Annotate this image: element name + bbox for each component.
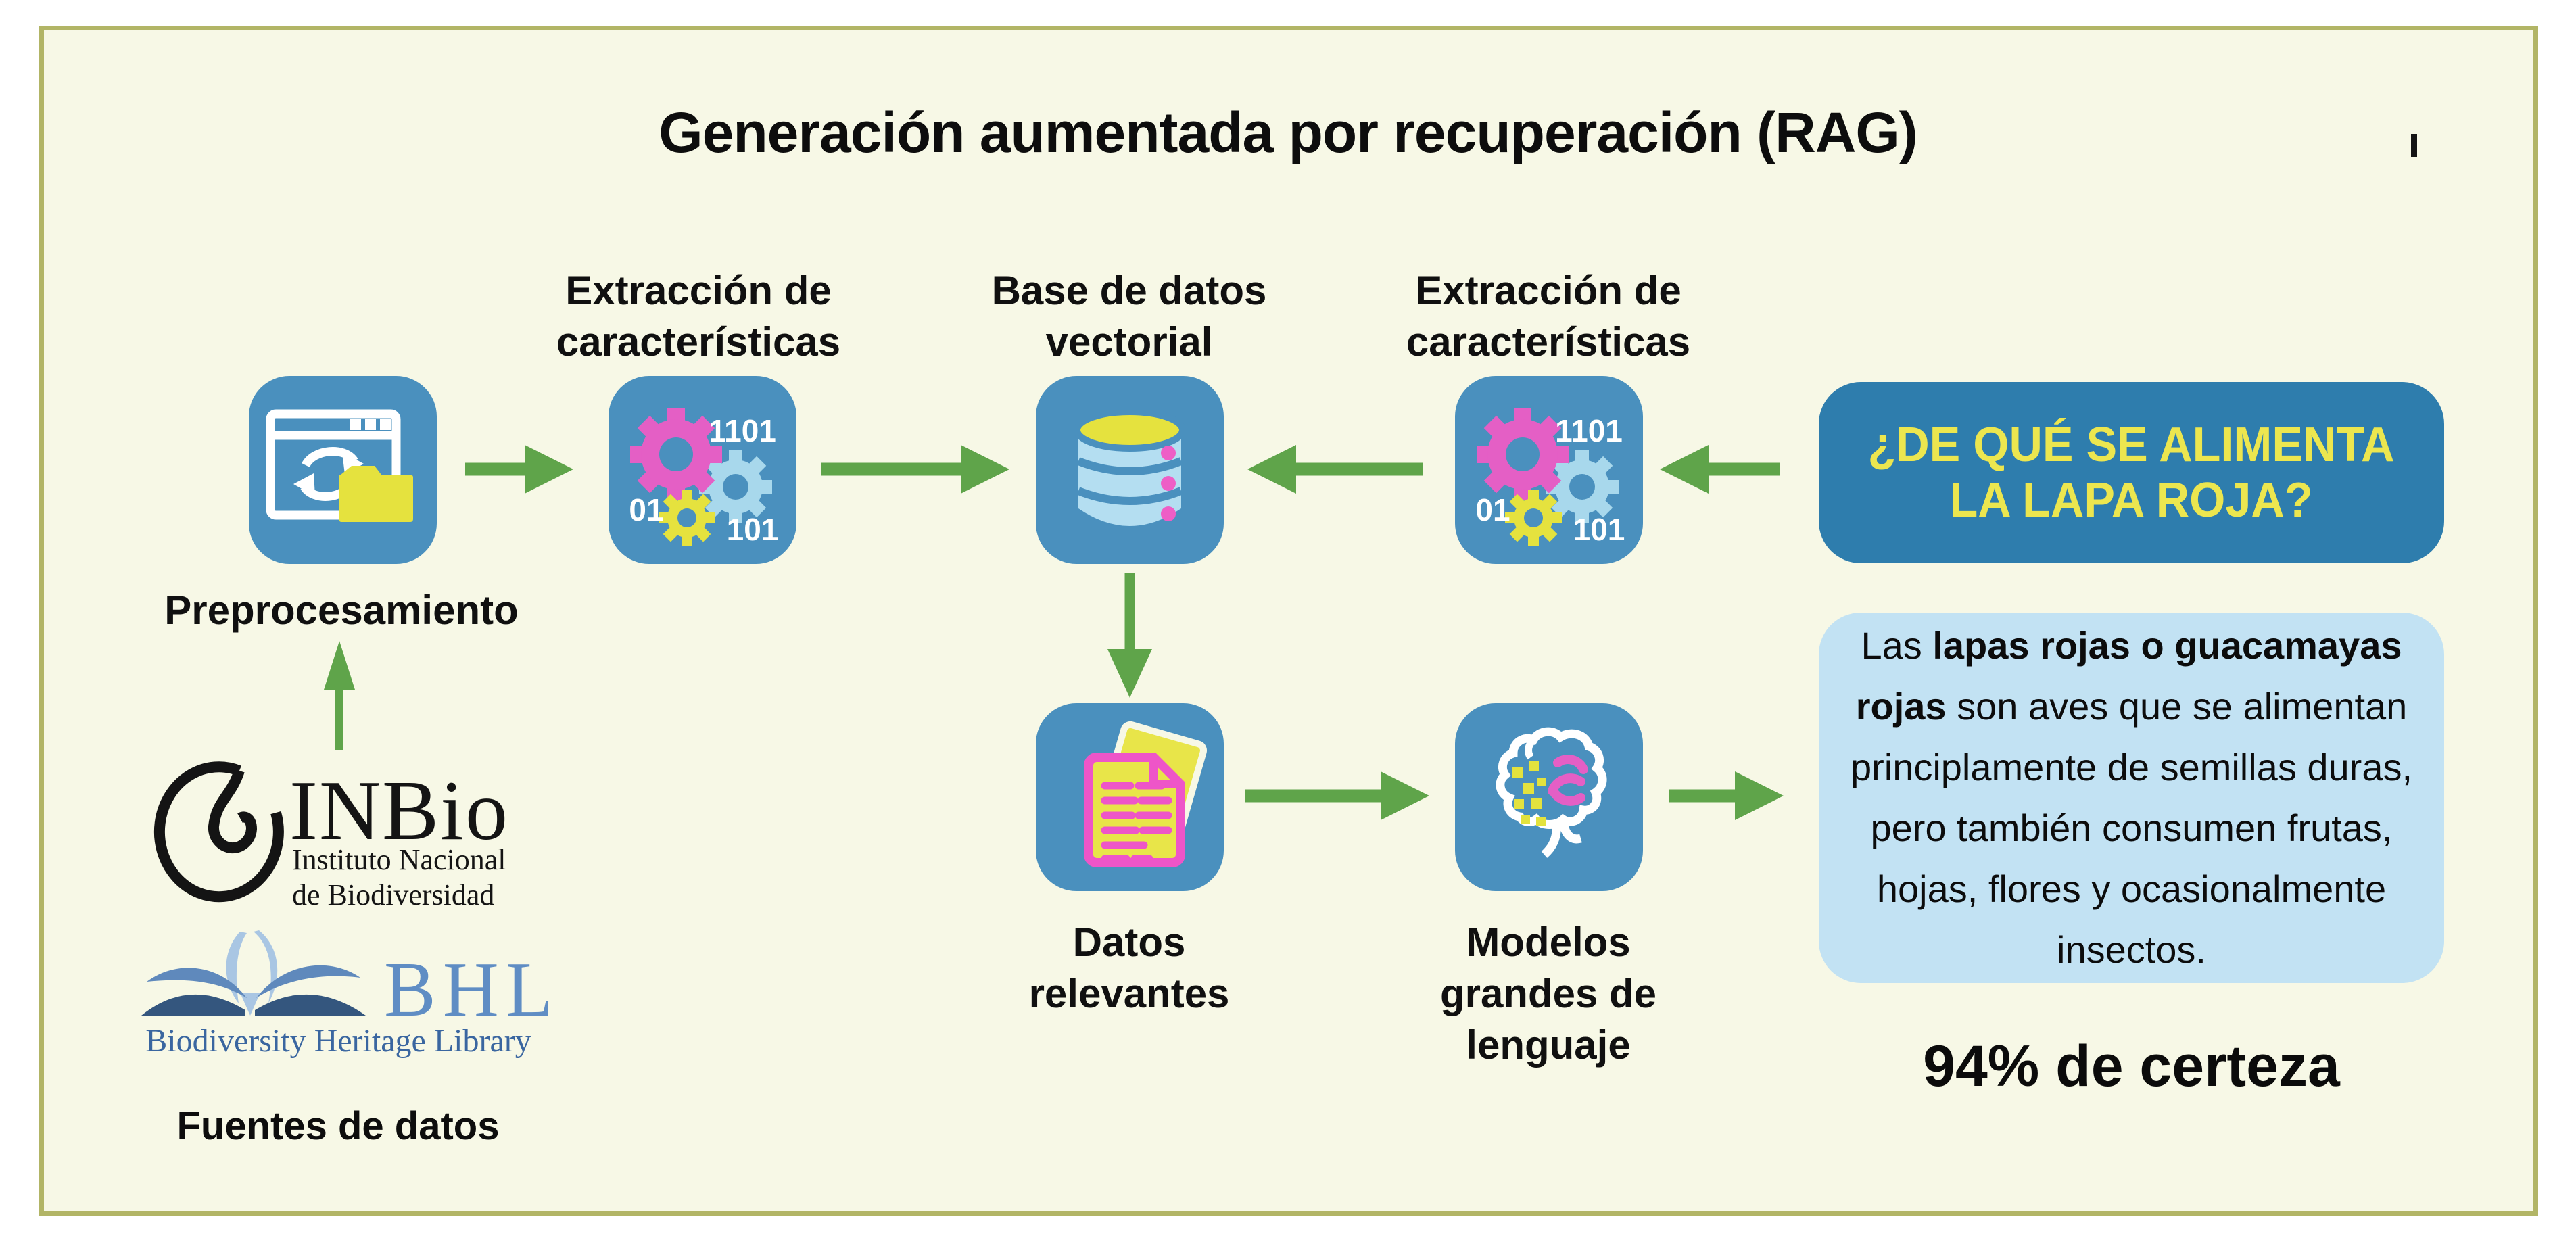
arrow-sources-to-preprocessing <box>324 641 355 750</box>
question-box: ¿DE QUÉ SE ALIMENTA LA LAPA ROJA? <box>1819 382 2444 563</box>
data-sources-label: Fuentes de datos <box>176 1104 500 1148</box>
svg-text:1101: 1101 <box>709 413 776 448</box>
preprocessing-label: Preprocesamiento <box>164 588 519 633</box>
answer-box: Las lapas rojas o guacamayas rojas son a… <box>1819 613 2444 983</box>
certainty-label: 94% de certeza <box>1923 1034 2340 1099</box>
svg-text:101: 101 <box>1573 512 1625 547</box>
arrow-extraction-to-db <box>821 445 1009 494</box>
arrow-preprocessing-to-extraction <box>465 445 573 494</box>
browser-sync-icon <box>266 409 413 522</box>
svg-text:01: 01 <box>629 492 663 527</box>
feature-extraction-right-icon: 1101 01 101 <box>1455 376 1643 564</box>
llm-label: Modelos grandes de lenguaje <box>1439 920 1657 1068</box>
inbio-logo-icon <box>153 761 284 903</box>
relevant-data-label: Datos relevantes <box>1028 920 1230 1016</box>
bhl-logo-icon <box>141 930 366 1016</box>
bhl-name: Biodiversity Heritage Library <box>145 1023 531 1059</box>
arrow-db-to-relevant-data <box>1107 573 1152 698</box>
vector-db-label: Base de datos vectorial <box>991 268 1267 364</box>
arrow-question-to-extraction <box>1660 445 1780 494</box>
brain-icon <box>1496 727 1607 858</box>
gears-binary-icon: 1101 01 101 <box>629 408 779 547</box>
database-icon <box>1074 408 1186 526</box>
gears-binary-icon: 1101 01 101 <box>1475 408 1625 547</box>
bhl-acronym: BHL <box>384 947 560 1032</box>
relevant-data-icon <box>1036 703 1224 891</box>
documents-icon <box>1084 721 1207 867</box>
svg-text:01: 01 <box>1475 492 1510 527</box>
arrow-extraction-right-to-db <box>1247 445 1423 494</box>
svg-text:1101: 1101 <box>1555 413 1623 448</box>
llm-icon <box>1455 703 1643 891</box>
svg-text:101: 101 <box>727 512 779 547</box>
inbio-name: INBio <box>289 764 509 858</box>
arrow-llm-to-answer <box>1669 771 1784 820</box>
answer-text: Las lapas rojas o guacamayas rojas son a… <box>1850 624 2413 971</box>
text-cursor-artifact <box>2411 134 2417 157</box>
vector-db-icon <box>1036 376 1224 564</box>
feature-extraction-left-label: Extracción de características <box>556 268 841 364</box>
arrow-relevant-data-to-llm <box>1245 771 1429 820</box>
preprocessing-icon <box>249 376 437 564</box>
question-text: ¿DE QUÉ SE ALIMENTA LA LAPA ROJA? <box>1867 418 2395 527</box>
feature-extraction-left-icon: 1101 01 101 <box>609 376 796 564</box>
page-title: Generación aumentada por recuperación (R… <box>659 101 1917 164</box>
inbio-subtitle: Instituto Nacional de Biodiversidad <box>292 843 506 911</box>
feature-extraction-right-label: Extracción de características <box>1406 268 1691 364</box>
